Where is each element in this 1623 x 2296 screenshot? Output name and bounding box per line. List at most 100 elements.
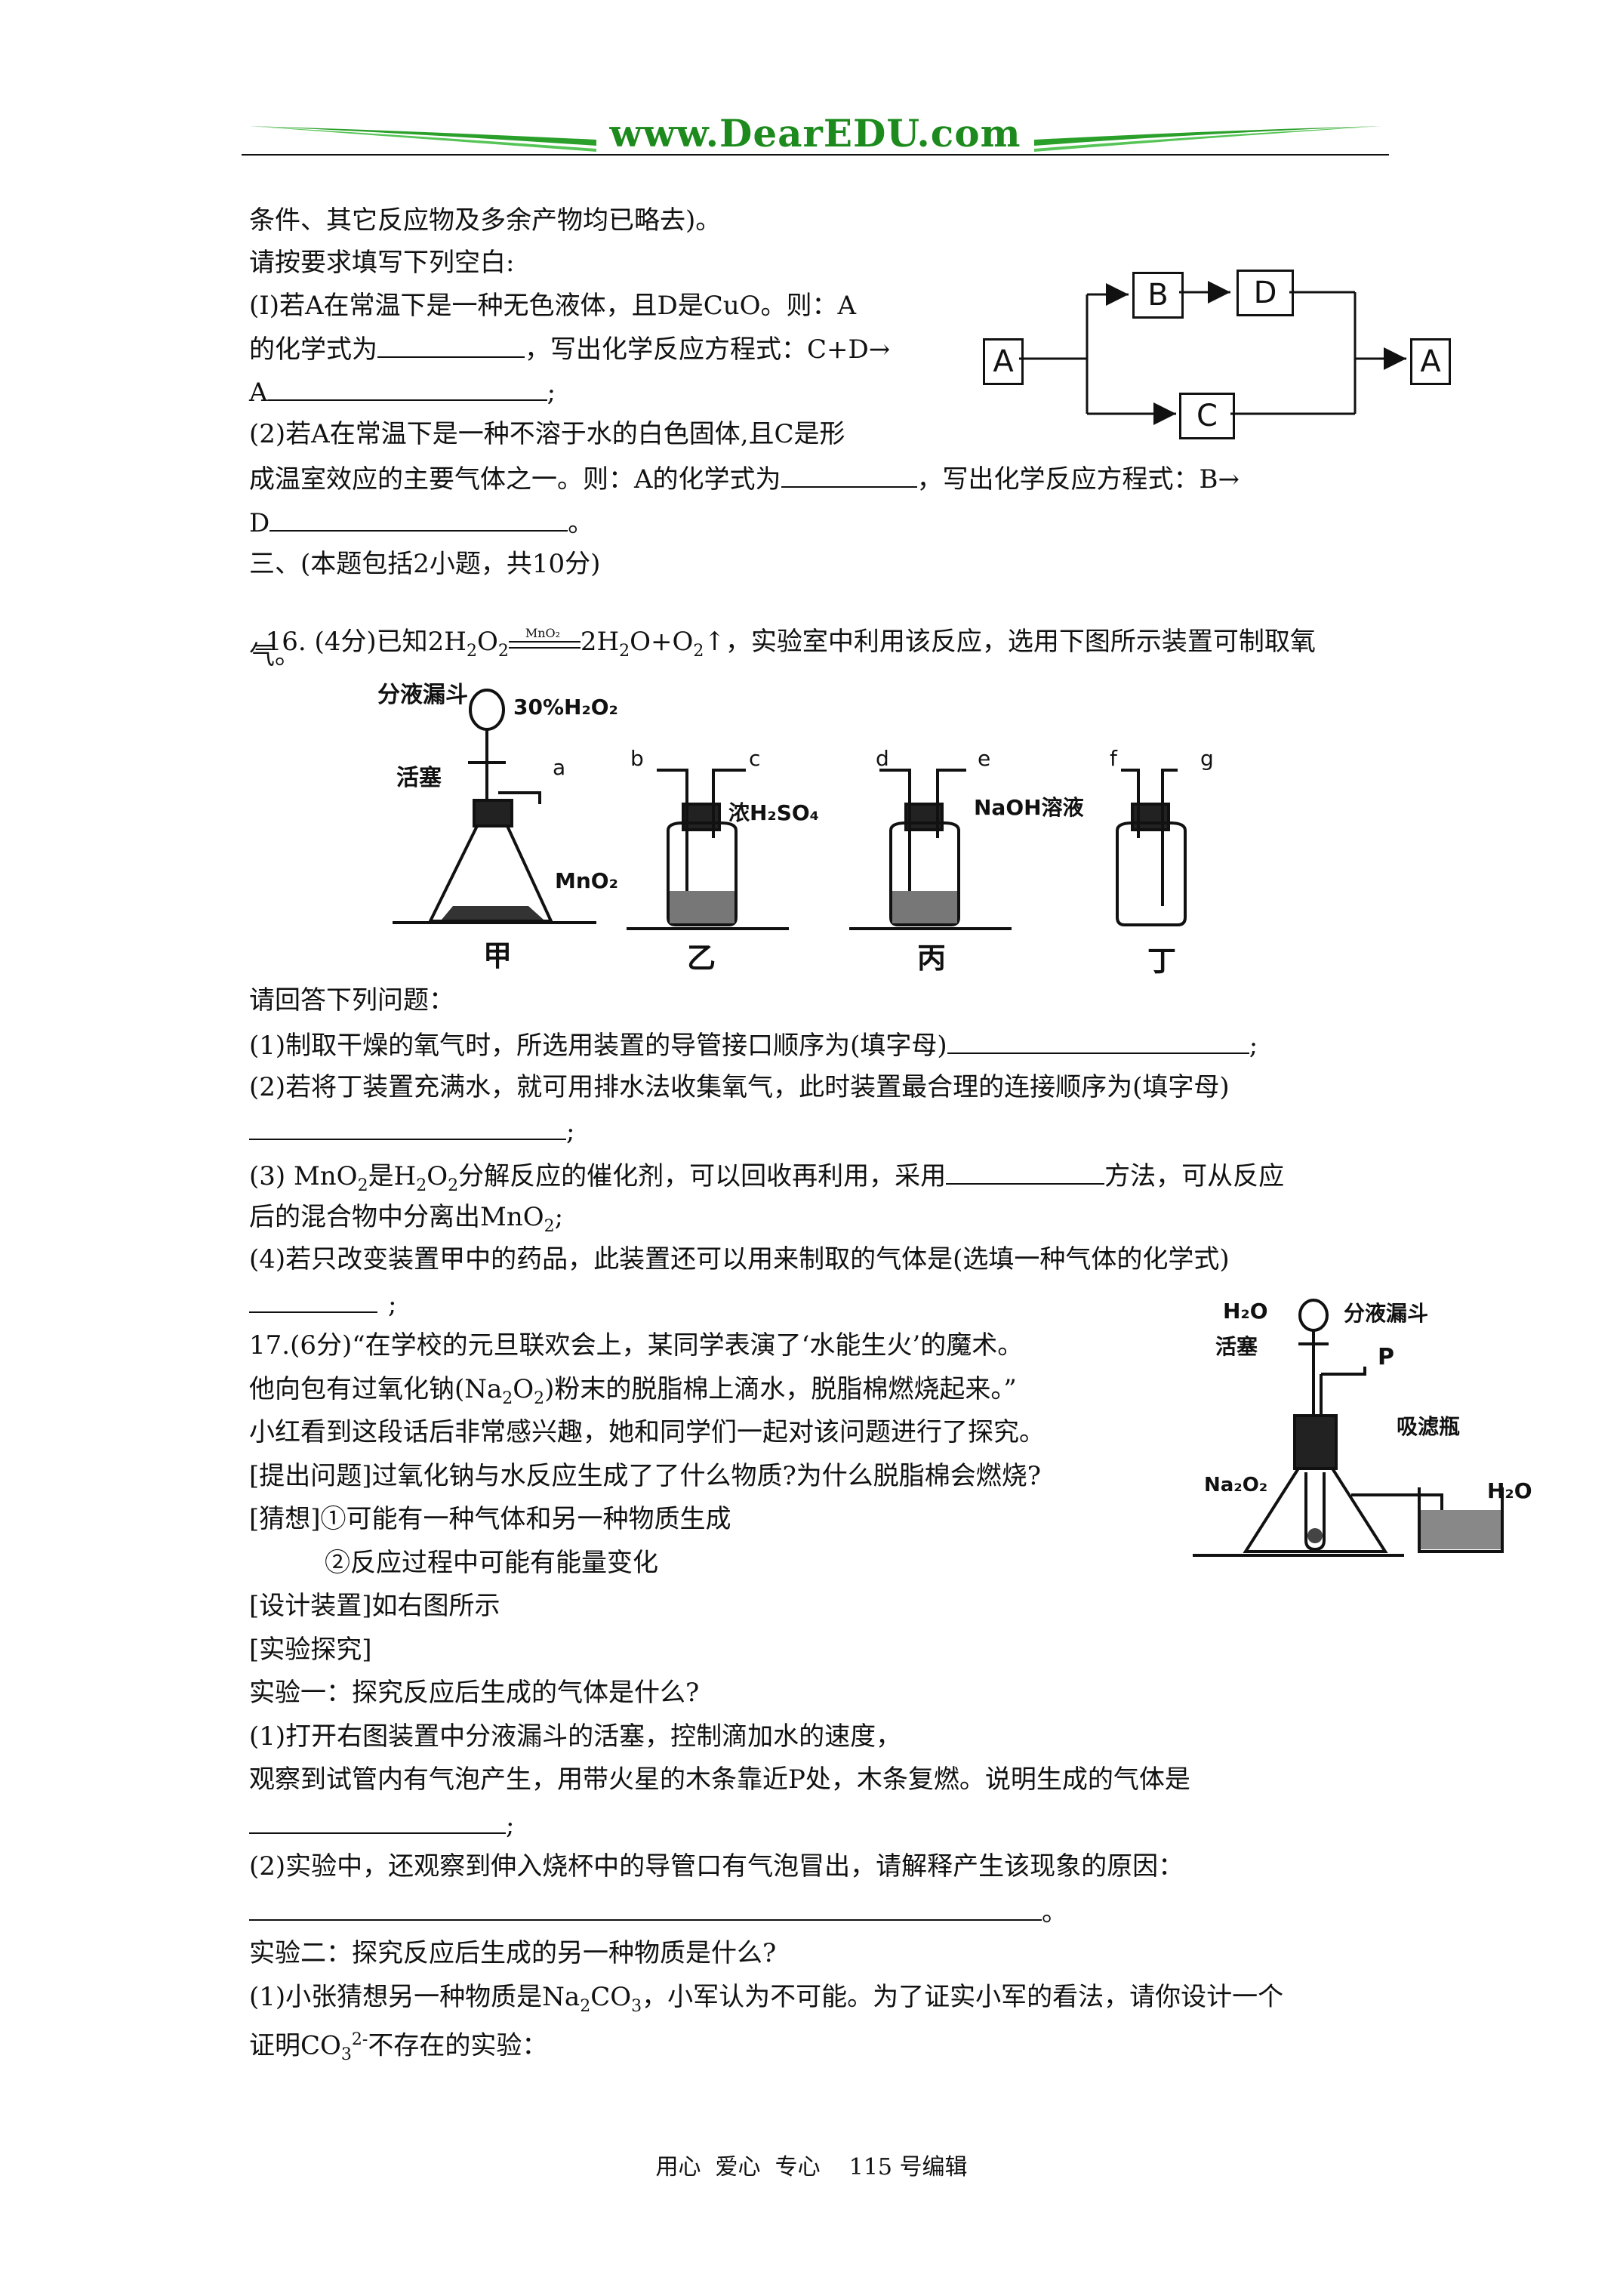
- answer-blank[interactable]: [249, 1287, 377, 1313]
- text-line: (1)小张猜想另一种物质是Na2CO3，小军认为不可能。为了证实小军的看法，请你…: [249, 1982, 1283, 2022]
- text-line: [提出问题]过氧化钠与水反应生成了了什么物质?为什么脱脂棉会燃烧?: [249, 1461, 1041, 1491]
- text-span: )粉末的脱脂棉上滴水，脱脂棉燃烧起来。”: [544, 1374, 1017, 1404]
- label-h2o2: 30%H₂O₂: [513, 695, 618, 720]
- label-p: P: [1378, 1344, 1394, 1370]
- text-span: ;: [547, 378, 556, 408]
- answer-blank[interactable]: [946, 1159, 1105, 1185]
- caption-jia: 甲: [483, 939, 513, 972]
- text-span: ↑，实验室中利用该反应，选用下图所示装置可制取氧: [704, 627, 1316, 657]
- text-line: (I)若A在常温下是一种无色液体，且D是CuO。则：A: [249, 291, 857, 321]
- text-line: ②反应过程中可能有能量变化: [325, 1548, 658, 1578]
- subscript: 2: [534, 1388, 545, 1408]
- label-huosai-2: 活塞: [1215, 1334, 1258, 1359]
- page-header: www.DearEDU.com: [242, 109, 1389, 162]
- label-xilvping: 吸滤瓶: [1397, 1414, 1461, 1439]
- apparatus-drawing: [393, 689, 1187, 930]
- text-line: 。: [249, 1895, 1067, 1928]
- apparatus-2-drawing: [1193, 1299, 1504, 1557]
- text-line: 观察到试管内有气泡产生，用带火星的木条靠近P处，木条复燃。说明生成的气体是: [249, 1764, 1190, 1795]
- text-span: 不存在的实验：: [368, 2030, 548, 2061]
- subscript: 2: [497, 641, 509, 661]
- text-span: 。: [568, 508, 594, 538]
- equals-line-top: [508, 641, 581, 643]
- text-line: 气。: [249, 640, 300, 670]
- text-span: 是H: [368, 1161, 417, 1191]
- text-span: 的化学式为: [249, 334, 377, 365]
- header-swoosh-graphic: [242, 126, 1389, 156]
- text-span: 后的混合物中分离出MnO: [249, 1202, 544, 1232]
- answer-blank[interactable]: [249, 1895, 1042, 1921]
- text-line: ;: [249, 1114, 574, 1147]
- flow-node-d: D: [1236, 270, 1294, 316]
- text-span: 。: [1042, 1897, 1067, 1928]
- text-span: (1)小张猜想另一种物质是Na: [249, 1982, 581, 2012]
- label-naoh: NaOH溶液: [974, 795, 1084, 820]
- apparatus-figure-2: H₂O 分液漏斗 活塞 P 吸滤瓶 Na₂O₂ H₂O: [1193, 1284, 1540, 1563]
- text-line: (1)打开右图装置中分液漏斗的活塞，控制滴加水的速度，: [249, 1721, 902, 1752]
- flow-node-b: B: [1132, 272, 1184, 319]
- caption-bing: 丙: [917, 942, 947, 975]
- subscript: 2: [448, 1176, 459, 1195]
- text-line: 实验二：探究反应后生成的另一种物质是什么?: [249, 1938, 777, 1968]
- catalyst-label: MnO₂: [525, 626, 561, 640]
- page-footer: 用心 爱心 专心 115 号编辑: [655, 2154, 968, 2180]
- label-h2o: H₂O: [1223, 1299, 1268, 1324]
- label-na2o2: Na₂O₂: [1204, 1474, 1268, 1496]
- flow-node-a-right: A: [1410, 338, 1451, 385]
- subscript: 2: [466, 641, 477, 661]
- text-line: (3) MnO2是H2O2分解反应的催化剂，可以回收再利用，采用方法，可从反应: [249, 1159, 1284, 1201]
- text-span: 16. (4分)已知2H: [265, 627, 467, 657]
- text-line: (2)若将丁装置充满水，就可用排水法收集氧气，此时装置最合理的连接顺序为(填字母…: [249, 1072, 1230, 1102]
- label-a: a: [553, 755, 566, 780]
- text-line: [设计装置]如右图所示: [249, 1591, 500, 1621]
- text-line: 实验一：探究反应后生成的气体是什么?: [249, 1678, 700, 1708]
- text-line: 条件、其它反应物及多余产物均已略去)。: [249, 205, 722, 236]
- answer-blank[interactable]: [947, 1028, 1249, 1054]
- text-line: [猜想]①可能有一种气体和另一种物质生成: [249, 1504, 731, 1534]
- text-span: 证明CO: [249, 2030, 341, 2061]
- label-h2so4: 浓H₂SO₄: [728, 800, 819, 825]
- text-line: D。: [249, 506, 593, 538]
- answer-blank[interactable]: [249, 1114, 566, 1140]
- text-line: ;: [249, 1808, 514, 1841]
- label-fenyeloudou: 分液漏斗: [377, 682, 468, 708]
- text-span: 2H: [580, 627, 620, 657]
- subscript: 2: [544, 1216, 555, 1236]
- subscript: 2: [619, 641, 630, 661]
- subscript: 2: [502, 1388, 513, 1408]
- answer-blank[interactable]: [249, 1808, 506, 1834]
- flow-diagram: A B D C A: [974, 257, 1464, 453]
- label-mno2: MnO₂: [555, 868, 618, 893]
- site-logo-text: www.DearEDU.com: [609, 111, 1021, 156]
- caption-yi: 乙: [687, 942, 716, 975]
- equals-line-bottom: [508, 647, 581, 649]
- text-line: 的化学式为，写出化学反应方程式：C+D→: [249, 332, 890, 365]
- text-line: ;: [249, 1287, 396, 1320]
- subscript: 3: [631, 1996, 642, 2016]
- subscript: 3: [340, 2045, 352, 2065]
- flow-node-a-left: A: [983, 338, 1024, 385]
- label-d: d: [876, 746, 889, 771]
- text-span: CO: [590, 1982, 632, 2012]
- text-span: 他向包有过氧化钠(Na: [249, 1374, 503, 1404]
- answer-blank[interactable]: [269, 506, 568, 532]
- text-line: [实验探究]: [249, 1635, 372, 1665]
- apparatus-figure: 分液漏斗 30%H₂O₂ 活塞 a MnO₂ b c 浓H₂SO₄ d e Na…: [377, 664, 1283, 982]
- text-span: A: [249, 378, 268, 408]
- text-line: 成温室效应的主要气体之一。则：A的化学式为，写出化学反应方程式：B→: [249, 462, 1240, 495]
- label-e: e: [978, 746, 991, 771]
- reaction-equals: MnO₂: [508, 626, 581, 655]
- answer-blank[interactable]: [267, 375, 547, 401]
- text-span: O: [476, 627, 498, 657]
- text-line: (1)制取干燥的氧气时，所选用装置的导管接口顺序为(填字母);: [249, 1028, 1258, 1061]
- answer-blank[interactable]: [781, 462, 917, 488]
- label-b: b: [630, 746, 644, 771]
- label-huosai: 活塞: [396, 765, 442, 791]
- text-span: ;: [554, 1202, 564, 1232]
- answer-blank[interactable]: [377, 332, 525, 358]
- label-c: c: [749, 746, 761, 771]
- text-span: O+O: [630, 627, 694, 657]
- text-span: ;: [506, 1811, 515, 1841]
- text-line: 他向包有过氧化钠(Na2O2)粉末的脱脂棉上滴水，脱脂棉燃烧起来。”: [249, 1374, 1017, 1414]
